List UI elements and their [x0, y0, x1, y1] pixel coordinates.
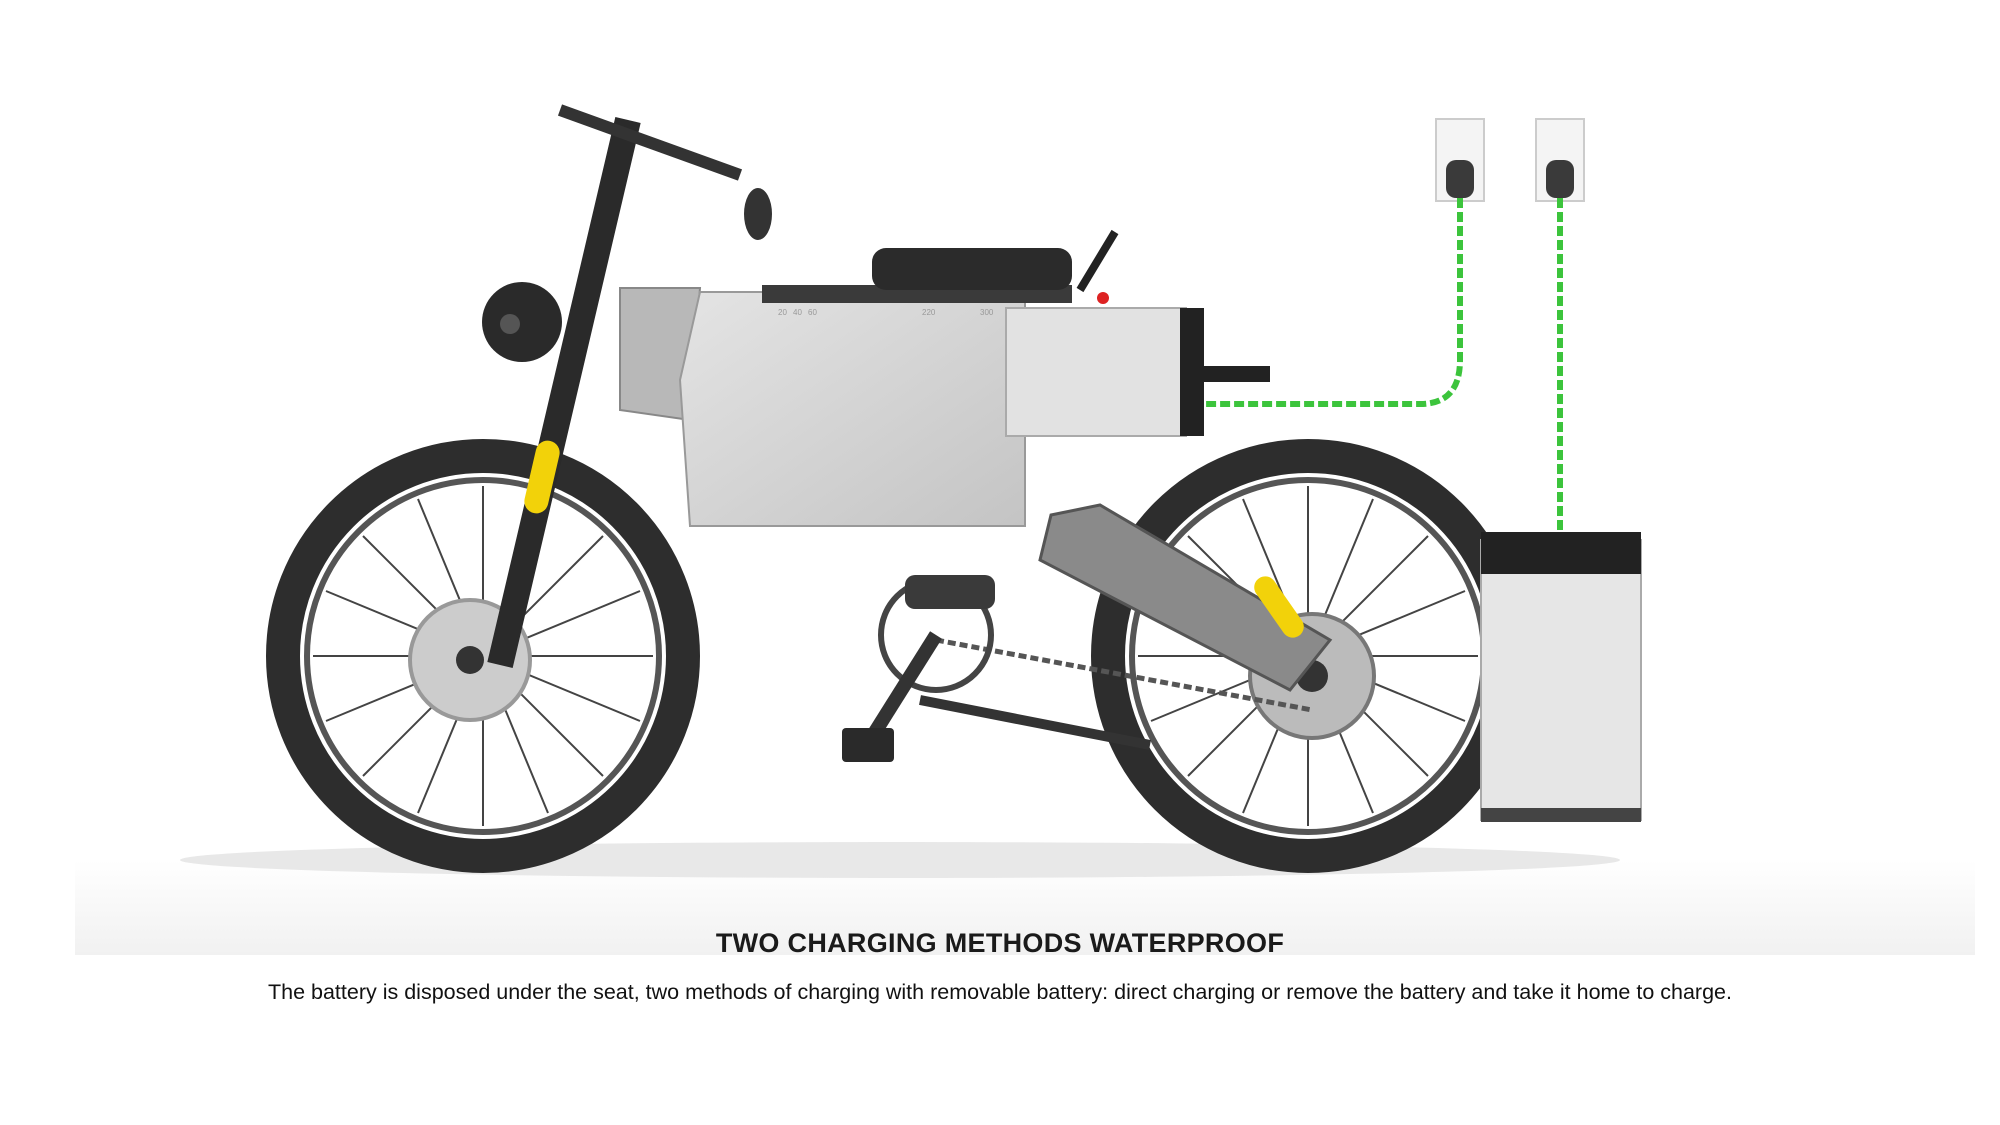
charging-cable-direct [1205, 198, 1463, 407]
range-scale: 20 40 60 220 300 [778, 308, 994, 317]
crank-arm [864, 631, 942, 744]
removed-battery [1480, 532, 1642, 822]
seat [872, 248, 1072, 290]
wall-outlet-2 [1535, 118, 1585, 202]
svg-text:300: 300 [980, 308, 994, 317]
grab-handle [1076, 229, 1119, 293]
section-title: TWO CHARGING METHODS WATERPROOF [715, 928, 1285, 958]
handlebar [557, 104, 743, 181]
charge-port [1200, 366, 1270, 382]
pedal [842, 728, 894, 762]
wall-outlet-1 [1435, 118, 1485, 202]
front-reflector [524, 440, 560, 514]
svg-text:20: 20 [778, 308, 787, 317]
swingarm [1038, 503, 1333, 692]
battery-housing [678, 291, 1026, 527]
tail-light [1097, 292, 1109, 304]
section-caption: The battery is disposed under the seat, … [268, 980, 1732, 1004]
svg-text:60: 60 [808, 308, 817, 317]
kickstand [919, 695, 1151, 750]
front-fork [487, 117, 641, 668]
chain [935, 637, 1313, 713]
mirror [744, 188, 772, 240]
motor [905, 575, 995, 609]
front-wheel [266, 439, 700, 873]
svg-text:40: 40 [793, 308, 802, 317]
headlight [482, 282, 562, 362]
svg-text:220: 220 [922, 308, 936, 317]
battery-pack [1005, 307, 1187, 437]
rear-reflector [1254, 576, 1304, 638]
